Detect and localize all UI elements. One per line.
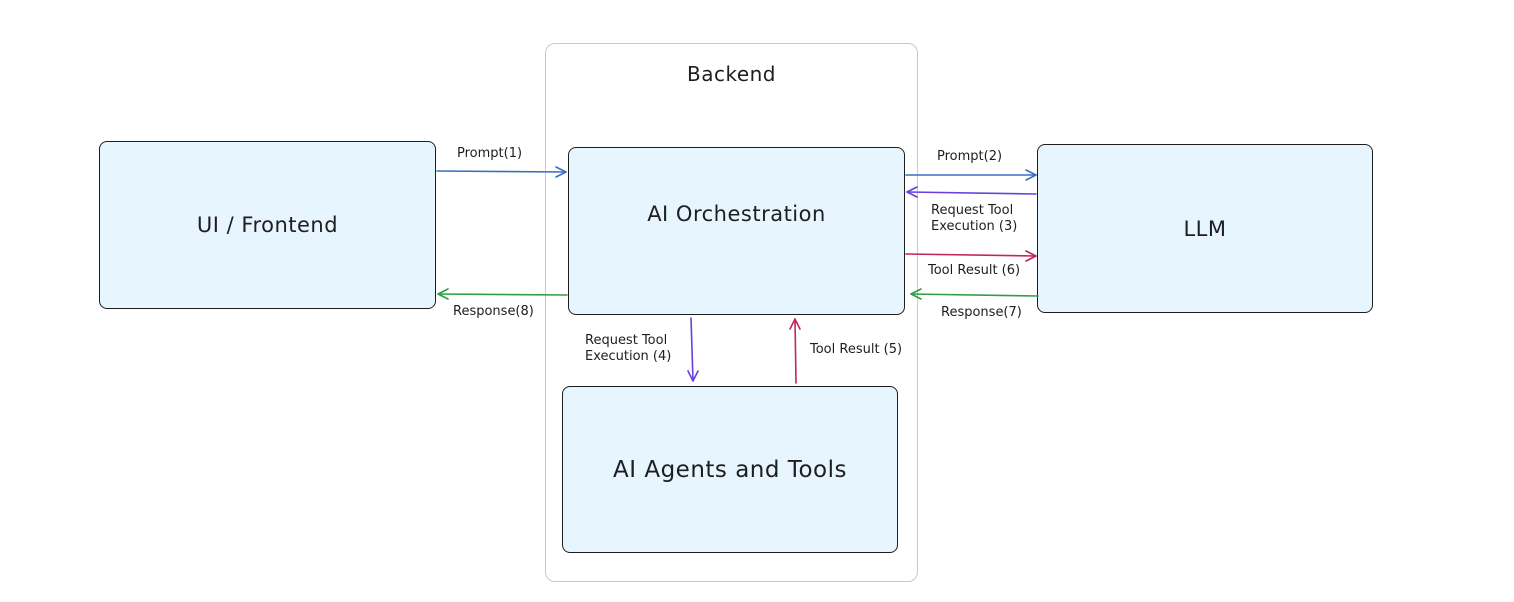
arrow-request-tool-3 [906, 186, 1037, 198]
backend-group [545, 43, 918, 582]
label-response-7: Response(7) [941, 305, 1022, 320]
arrow-prompt-2 [905, 169, 1037, 181]
backend-group-title: Backend [686, 62, 777, 86]
node-ai-agents-and-tools[interactable]: AI Agents and Tools [562, 386, 898, 553]
arrow-response-7 [910, 288, 1039, 300]
arrow-tool-result-6 [905, 250, 1037, 262]
label-tool-result-5: Tool Result (5) [810, 342, 903, 357]
node-ui-frontend[interactable]: UI / Frontend [99, 141, 436, 309]
label-tool-result-6: Tool Result (6) [928, 263, 1021, 278]
label-request-tool-3: Request Tool Execution (3) [931, 203, 1018, 234]
label-request-tool-4: Request Tool Execution (4) [585, 333, 672, 364]
label-prompt-1: Prompt(1) [457, 146, 523, 161]
node-ai-orchestration[interactable]: AI Orchestration [568, 147, 905, 315]
node-llm[interactable]: LLM [1037, 144, 1373, 313]
label-prompt-2: Prompt(2) [937, 149, 1003, 164]
label-response-8: Response(8) [453, 304, 534, 319]
